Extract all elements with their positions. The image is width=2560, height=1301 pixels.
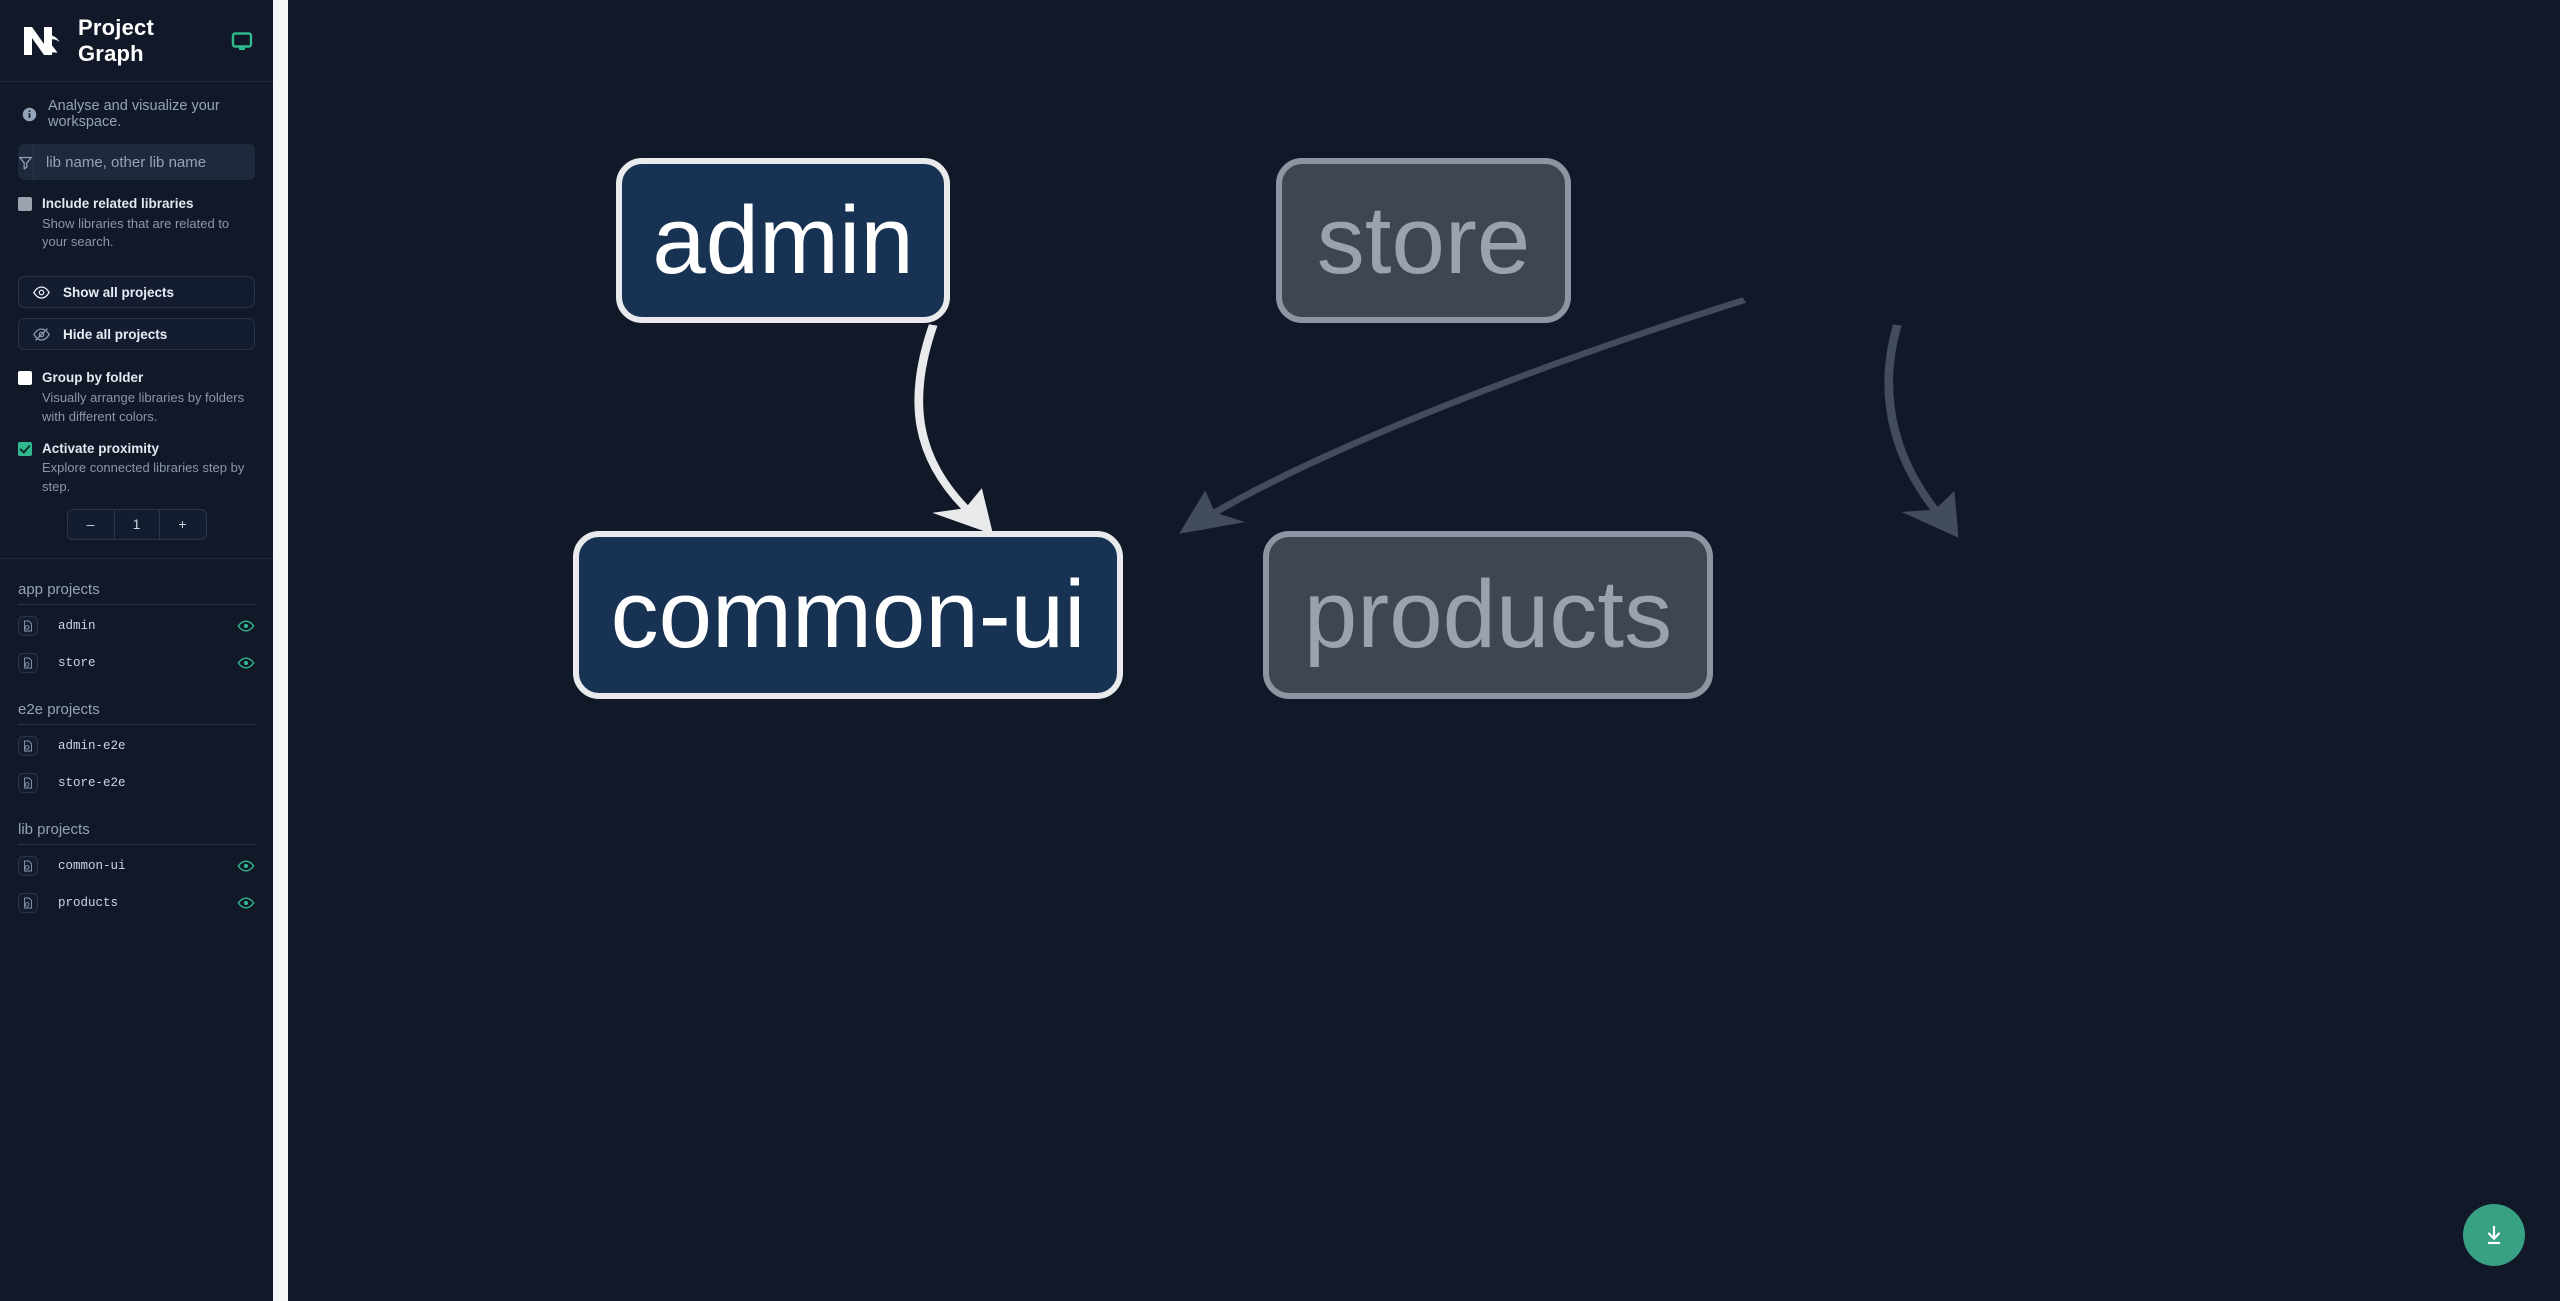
- edge-store-to-common-ui: [1179, 297, 1747, 534]
- sidebar-scrollbar[interactable]: [273, 0, 288, 1301]
- project-name: store-e2e: [58, 775, 126, 790]
- option-label: Include related libraries: [42, 196, 194, 211]
- toggle-visibility-icon[interactable]: [237, 894, 255, 912]
- group-title-lib-projects: lib projects: [18, 821, 255, 845]
- project-file-icon[interactable]: [18, 892, 38, 913]
- checkbox-activate-proximity[interactable]: [18, 441, 32, 456]
- show-all-projects-label: Show all projects: [63, 284, 175, 300]
- option-group-by-folder[interactable]: Group by folder Visually arrange librari…: [18, 368, 255, 426]
- graph-node-label: common-ui: [610, 561, 1086, 668]
- project-row-store-e2e[interactable]: store-e2e: [18, 767, 255, 799]
- hide-all-projects-label: Hide all projects: [63, 326, 168, 342]
- graph-edges: [914, 297, 1959, 538]
- eye-off-icon: [33, 327, 50, 341]
- project-name: admin: [58, 618, 96, 633]
- proximity-decrement-button[interactable]: –: [68, 510, 114, 539]
- graph-node-products[interactable]: products: [1263, 531, 1713, 699]
- nx-logo: [20, 21, 64, 61]
- filter-icon: [18, 144, 34, 180]
- option-description: Visually arrange libraries by folders wi…: [42, 389, 245, 424]
- tagline-text: Analyse and visualize your workspace.: [48, 98, 220, 130]
- graph-node-label: store: [1316, 186, 1531, 294]
- option-label: Activate proximity: [42, 440, 160, 456]
- search-input[interactable]: [34, 144, 257, 180]
- hide-all-projects-button[interactable]: Hide all projects: [18, 318, 255, 351]
- option-label: Group by folder: [42, 370, 144, 386]
- toggle-visibility-icon[interactable]: [237, 857, 255, 875]
- graph-canvas[interactable]: admin store common-ui products: [288, 0, 2560, 1301]
- edge-admin-to-common-ui: [914, 324, 994, 535]
- graph-node-common-ui[interactable]: common-ui: [573, 531, 1123, 699]
- graph-node-label: admin: [652, 186, 914, 294]
- project-row-admin-e2e[interactable]: admin-e2e: [18, 730, 255, 762]
- checkbox-include-related-libraries[interactable]: [18, 197, 32, 211]
- option-activate-proximity[interactable]: Activate proximity Explore connected lib…: [18, 439, 255, 497]
- edge-store-to-products: [1884, 324, 1959, 538]
- project-name: common-ui: [58, 858, 126, 873]
- search-row: [18, 144, 257, 180]
- graph-node-admin[interactable]: admin: [616, 158, 950, 323]
- checkbox-group-by-folder[interactable]: [18, 371, 32, 386]
- project-list: app projects admin: [0, 581, 273, 919]
- project-name: store: [58, 655, 96, 670]
- project-file-icon[interactable]: [18, 652, 38, 673]
- project-file-icon[interactable]: [18, 855, 38, 876]
- toggle-visibility-icon[interactable]: [237, 617, 255, 635]
- graph-node-store[interactable]: store: [1276, 158, 1571, 323]
- info-icon: [22, 107, 37, 122]
- project-name: products: [58, 895, 119, 910]
- option-include-related-libraries[interactable]: Include related libraries Show libraries…: [18, 194, 255, 252]
- page-title: Project Graph: [78, 14, 154, 66]
- toggle-visibility-icon[interactable]: [237, 654, 255, 672]
- option-description: Explore connected libraries step by step…: [42, 460, 245, 494]
- tagline: Analyse and visualize your workspace.: [0, 82, 273, 144]
- project-row-common-ui[interactable]: common-ui: [18, 850, 255, 882]
- project-file-icon[interactable]: [18, 772, 38, 793]
- project-name: admin-e2e: [58, 738, 126, 753]
- project-row-products[interactable]: products: [18, 887, 255, 919]
- project-row-store[interactable]: store: [18, 647, 255, 679]
- monitor-icon[interactable]: [231, 30, 253, 52]
- sidebar-header: Project Graph: [0, 0, 273, 82]
- project-file-icon[interactable]: [18, 615, 38, 636]
- download-button[interactable]: [2463, 1204, 2525, 1266]
- sidebar-divider: [0, 557, 273, 559]
- sidebar-body: Include related libraries Show libraries…: [0, 144, 273, 540]
- download-icon: [2487, 1226, 2501, 1245]
- eye-icon: [33, 286, 50, 299]
- proximity-value: 1: [113, 509, 160, 539]
- project-file-icon[interactable]: [18, 735, 38, 756]
- proximity-increment-button[interactable]: +: [160, 510, 206, 539]
- project-row-admin[interactable]: admin: [18, 610, 255, 642]
- group-title-e2e-projects: e2e projects: [18, 701, 255, 725]
- proximity-stepper: – 1 +: [18, 508, 255, 540]
- graph-node-label: products: [1303, 561, 1673, 668]
- show-all-projects-button[interactable]: Show all projects: [18, 276, 255, 309]
- option-description: Show libraries that are related to your …: [42, 215, 230, 250]
- group-title-app-projects: app projects: [18, 581, 255, 605]
- sidebar: Project Graph Analyse and visualize your…: [0, 0, 273, 1301]
